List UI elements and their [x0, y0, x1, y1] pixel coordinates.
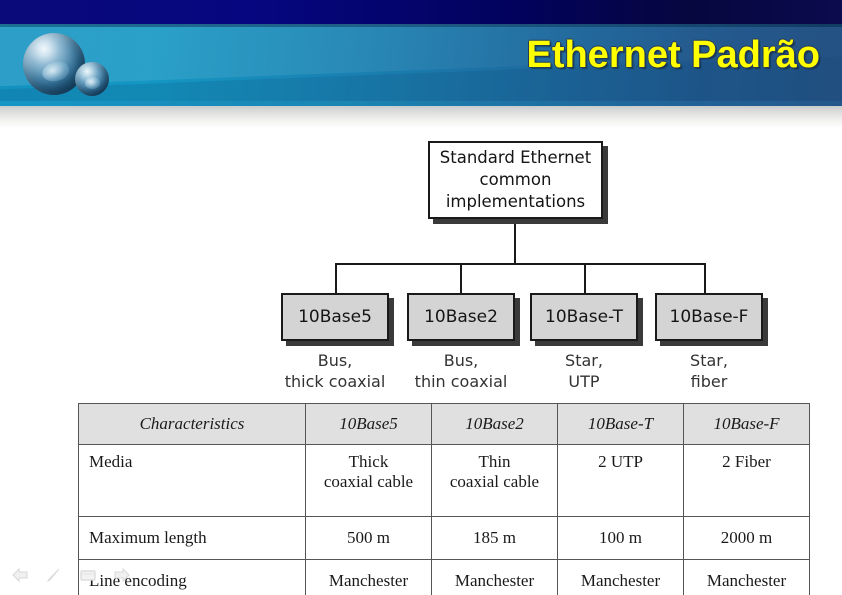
ethernet-characteristics-table: Characteristics 10Base5 10Base2 10Base-T…: [78, 403, 810, 595]
root-line-1: Standard Ethernet: [439, 148, 592, 168]
caption-line-1: Star,: [565, 351, 603, 370]
diagram-node-label: 10Base5: [298, 307, 372, 327]
table-cell: 2000 m: [683, 516, 810, 560]
caption-line-1: Bus,: [317, 351, 353, 370]
connector-root-vertical: [514, 224, 516, 264]
connector-branch-1: [460, 263, 462, 294]
diagram-root-label: Standard Ethernet common implementations: [440, 147, 591, 213]
diagram-caption-10base5: Bus, thick coaxial: [260, 350, 410, 392]
table-rowhead-media: Media: [78, 444, 306, 517]
table-header-10base-f: 10Base-F: [683, 403, 810, 445]
slide-icon[interactable]: [78, 565, 98, 585]
banner-fade-strip: [0, 106, 842, 128]
table-rowhead-maximum-length: Maximum length: [78, 516, 306, 560]
diagram-node-label: 10Base-T: [545, 307, 623, 327]
table-cell: 2 UTP: [557, 444, 684, 517]
connector-branch-0: [335, 263, 337, 294]
table-header-10base-t: 10Base-T: [557, 403, 684, 445]
table-cell: Manchester: [557, 559, 684, 595]
table-header-row: Characteristics 10Base5 10Base2 10Base-T…: [78, 403, 810, 445]
presentation-nav-bar: [10, 565, 132, 585]
ethernet-implementations-diagram: Standard Ethernet common implementations…: [0, 128, 842, 418]
root-line-3: implementations: [445, 191, 586, 211]
caption-line-1: Star,: [690, 351, 728, 370]
diagram-node-label: 10Base-F: [669, 307, 749, 327]
caption-line-2: fiber: [690, 372, 728, 392]
diagram-node-10base-t: 10Base-T: [530, 293, 638, 341]
banner-navy-strip: [0, 0, 842, 26]
page-title: Ethernet Padrão: [526, 34, 820, 76]
cell-line-2: coaxial cable: [323, 472, 414, 492]
connector-branch-2: [584, 263, 586, 294]
table-row: Line encoding Manchester Manchester Manc…: [78, 559, 810, 595]
table-cell: 2 Fiber: [683, 444, 810, 517]
caption-line-1: Bus,: [443, 351, 479, 370]
banner-strip-edge: [0, 24, 842, 27]
cell-line-2: coaxial cable: [449, 472, 540, 492]
caption-line-2: thin coaxial: [414, 372, 508, 392]
table-cell: 100 m: [557, 516, 684, 560]
table-header-characteristics: Characteristics: [78, 403, 306, 445]
cell-line-1: Thick: [348, 452, 389, 471]
diagram-node-10base-f: 10Base-F: [655, 293, 763, 341]
table-cell: Manchester: [305, 559, 432, 595]
connector-horizontal-bus: [335, 263, 705, 265]
table-header-10base5: 10Base5: [305, 403, 432, 445]
diagram-root-node: Standard Ethernet common implementations: [428, 141, 603, 219]
metallic-sphere-small-icon: [75, 62, 109, 96]
table-header-10base2: 10Base2: [431, 403, 558, 445]
root-line-2: common: [479, 170, 552, 190]
slide-header-banner: Ethernet Padrão: [0, 0, 842, 108]
pen-icon[interactable]: [44, 565, 64, 585]
table-cell: Manchester: [683, 559, 810, 595]
table-cell: 500 m: [305, 516, 432, 560]
caption-line-2: thick coaxial: [284, 372, 386, 392]
table-row: Maximum length 500 m 185 m 100 m 2000 m: [78, 516, 810, 560]
caption-line-2: UTP: [568, 372, 600, 392]
diagram-node-label: 10Base2: [424, 307, 498, 327]
table-row: Media Thick coaxial cable Thin coaxial c…: [78, 444, 810, 517]
table-cell: Thin coaxial cable: [431, 444, 558, 517]
connector-branch-3: [704, 263, 706, 294]
table-cell: 185 m: [431, 516, 558, 560]
table-cell: Manchester: [431, 559, 558, 595]
diagram-caption-10base2: Bus, thin coaxial: [386, 350, 536, 392]
metallic-sphere-large-icon: [23, 33, 85, 95]
diagram-node-10base5: 10Base5: [281, 293, 389, 341]
banner-bottom-line: [0, 101, 842, 106]
diagram-node-10base2: 10Base2: [407, 293, 515, 341]
cell-line-1: Thin: [478, 452, 511, 471]
next-arrow-icon[interactable]: [112, 565, 132, 585]
diagram-caption-10base-t: Star, UTP: [509, 350, 659, 392]
diagram-caption-10base-f: Star, fiber: [634, 350, 784, 392]
banner-blue-band: [0, 27, 842, 105]
previous-arrow-icon[interactable]: [10, 565, 30, 585]
table-cell: Thick coaxial cable: [305, 444, 432, 517]
